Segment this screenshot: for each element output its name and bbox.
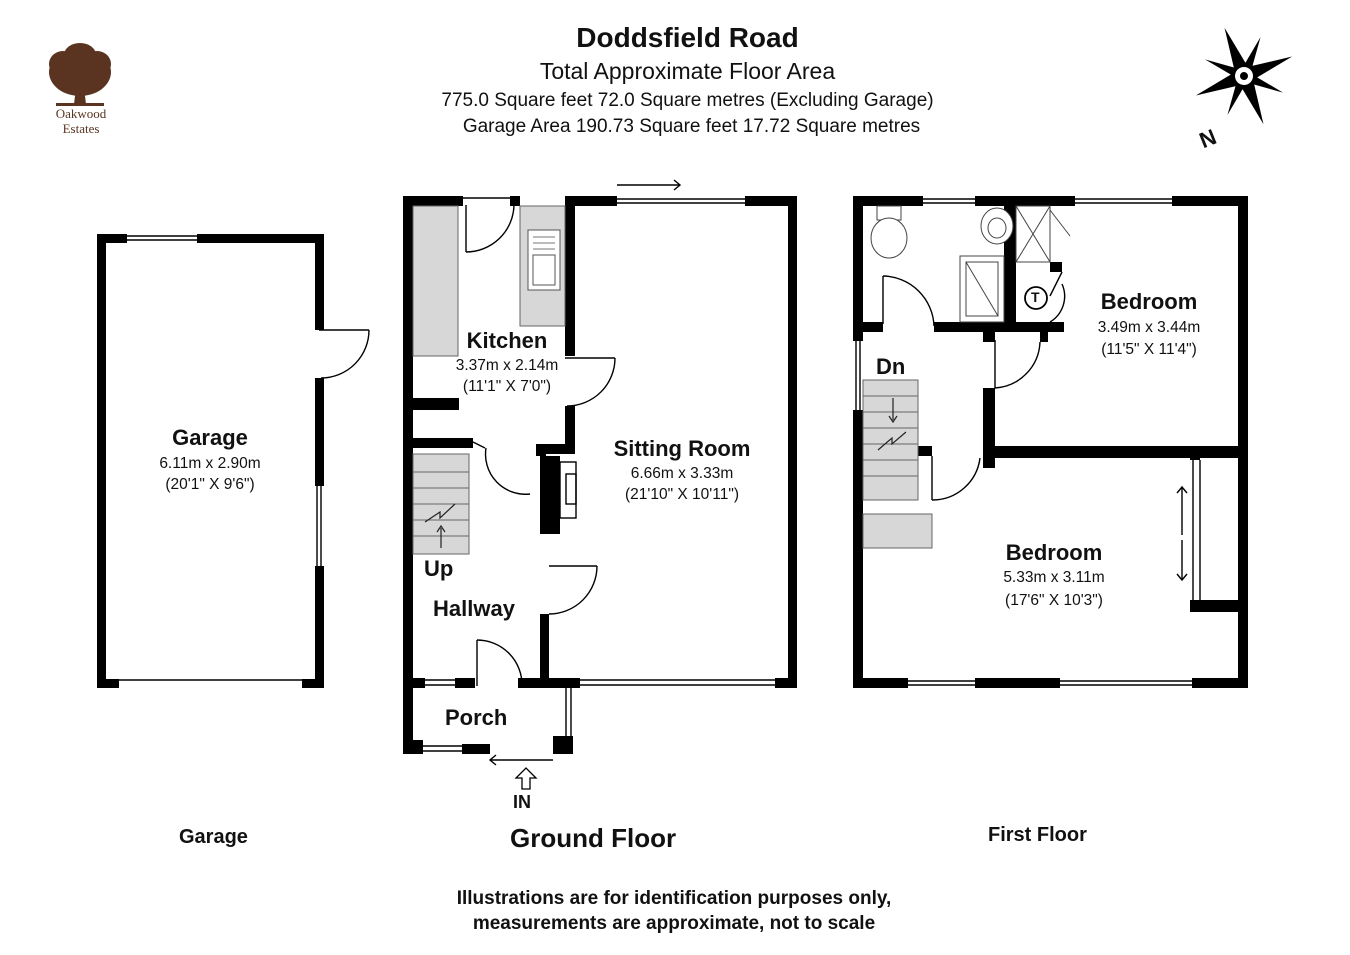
- floor-label-garage: Garage: [179, 826, 248, 848]
- garage-name: Garage: [172, 425, 248, 450]
- bedroom1-name: Bedroom: [1100, 289, 1198, 314]
- compass-icon: [1195, 27, 1293, 125]
- page-title: Doddsfield Road: [576, 22, 799, 53]
- bathroom-fixtures: [870, 205, 1071, 323]
- stairs-up-label: Up: [424, 556, 454, 581]
- disclaimer-line2: measurements are approximate, not to sca…: [472, 913, 876, 934]
- oakwood-tree-logo-icon: [49, 43, 111, 106]
- area-main: 775.0 Square feet 72.0 Square metres (Ex…: [441, 90, 934, 111]
- sitting-room-name: Sitting Room: [613, 436, 751, 461]
- ground-staircase: [412, 453, 470, 555]
- kitchen-metric: 3.37m x 2.14m: [455, 357, 559, 374]
- first-staircase: [862, 379, 933, 549]
- ground-floor-walls: [403, 196, 797, 754]
- tank-icon: [1024, 286, 1048, 310]
- disclaimer-line1: Illustrations are for identification pur…: [456, 888, 892, 909]
- hallway-name: Hallway: [433, 596, 515, 621]
- bedroom1-metric: 3.49m x 3.44m: [1097, 319, 1201, 336]
- garage-walls: [97, 234, 324, 688]
- kitchen-name: Kitchen: [466, 328, 548, 353]
- garage-metric: 6.11m x 2.90m: [159, 455, 261, 472]
- kitchen-imperial: (11'1" X 7'0"): [462, 378, 552, 395]
- bedroom2-metric: 5.33m x 3.11m: [1003, 569, 1105, 586]
- logo-line2: Estates: [62, 121, 100, 136]
- floor-label-first: First Floor: [988, 824, 1087, 846]
- bedroom1-imperial: (11'5" X 11'4"): [1101, 341, 1197, 358]
- kitchen-counters: [412, 205, 566, 357]
- area-garage: Garage Area 190.73 Square feet 17.72 Squ…: [462, 116, 921, 137]
- sitting-room-imperial: (21'10" X 10'11"): [624, 486, 739, 503]
- logo-line1: Oakwood: [55, 106, 107, 121]
- entrance-arrow-icon: [514, 767, 538, 790]
- porch-name: Porch: [445, 705, 508, 730]
- garage-imperial: (20'1" X 9'6"): [165, 476, 255, 493]
- sitting-room-metric: 6.66m x 3.33m: [630, 465, 734, 482]
- stairs-down-label: Dn: [876, 354, 906, 379]
- first-floor-walls: [853, 196, 1248, 688]
- floor-label-ground: Ground Floor: [510, 823, 677, 853]
- page-subtitle: Total Approximate Floor Area: [539, 58, 836, 84]
- bedroom2-imperial: (17'6" X 10'3"): [1005, 592, 1103, 609]
- entrance-label: IN: [513, 792, 531, 812]
- tank-label: T: [1031, 289, 1040, 305]
- bedroom2-name: Bedroom: [1005, 540, 1103, 565]
